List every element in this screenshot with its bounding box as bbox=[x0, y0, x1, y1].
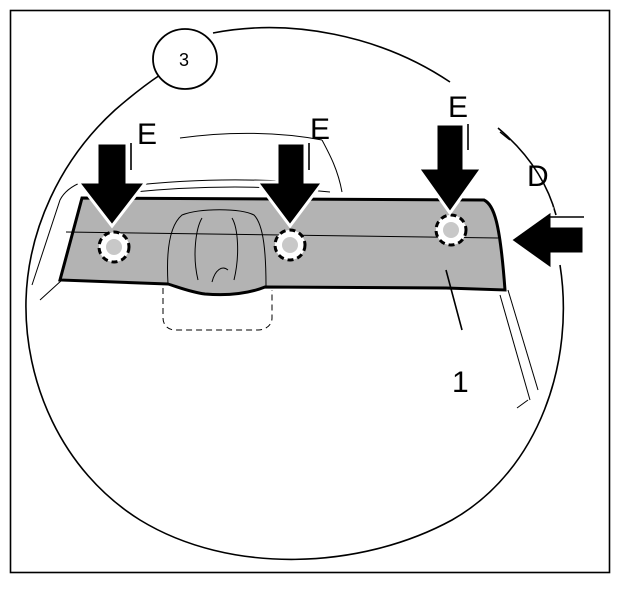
press-arrow-accents bbox=[130, 124, 469, 170]
clip-label-left: E bbox=[137, 118, 157, 151]
down-arrow-right-icon bbox=[415, 122, 485, 216]
detail-circle bbox=[25, 26, 565, 561]
clip-markers bbox=[97, 213, 468, 264]
clip-marker-middle bbox=[273, 228, 307, 262]
step-badge: 3 bbox=[152, 28, 218, 90]
frame-border bbox=[9, 9, 611, 574]
part-callout-label: 1 bbox=[452, 366, 469, 399]
down-arrow-left-icon bbox=[74, 141, 150, 229]
press-arrows bbox=[74, 122, 485, 229]
center-vent bbox=[167, 209, 267, 287]
part-callout-leader bbox=[445, 269, 463, 331]
clip-marker-right bbox=[434, 213, 468, 247]
down-arrow-middle-icon bbox=[254, 141, 326, 229]
clip-label-middle: E bbox=[310, 113, 330, 146]
left-arrow-icon bbox=[507, 207, 586, 273]
step-badge-circle bbox=[152, 28, 218, 90]
push-direction-label: D bbox=[527, 160, 549, 193]
step-number: 3 bbox=[179, 50, 189, 70]
clip-label-right: E bbox=[448, 91, 468, 124]
clip-marker-left bbox=[97, 230, 131, 264]
push-arrow-d bbox=[507, 207, 586, 273]
